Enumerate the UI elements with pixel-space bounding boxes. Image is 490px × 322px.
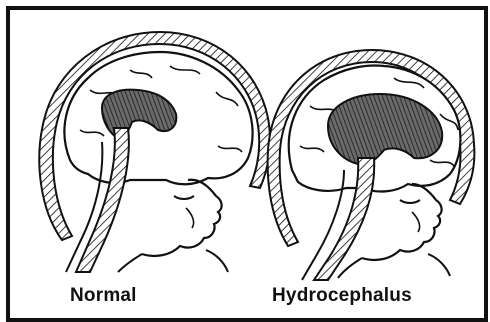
hydrocephalus-head-illustration xyxy=(268,50,475,280)
diagram-frame: Normal Hydrocephalus xyxy=(6,6,488,322)
normal-closed-eye xyxy=(174,196,194,199)
hydrocephalus-closed-eye xyxy=(400,200,420,203)
diagram-canvas xyxy=(10,10,484,318)
caption-normal: Normal xyxy=(70,285,137,307)
caption-hydrocephalus: Hydrocephalus xyxy=(272,285,412,307)
hydrocephalus-shoulder xyxy=(338,254,450,278)
normal-head-illustration xyxy=(39,32,270,272)
normal-shoulder xyxy=(118,250,228,272)
hydrocephalus-face xyxy=(362,184,442,260)
normal-face xyxy=(142,180,222,256)
